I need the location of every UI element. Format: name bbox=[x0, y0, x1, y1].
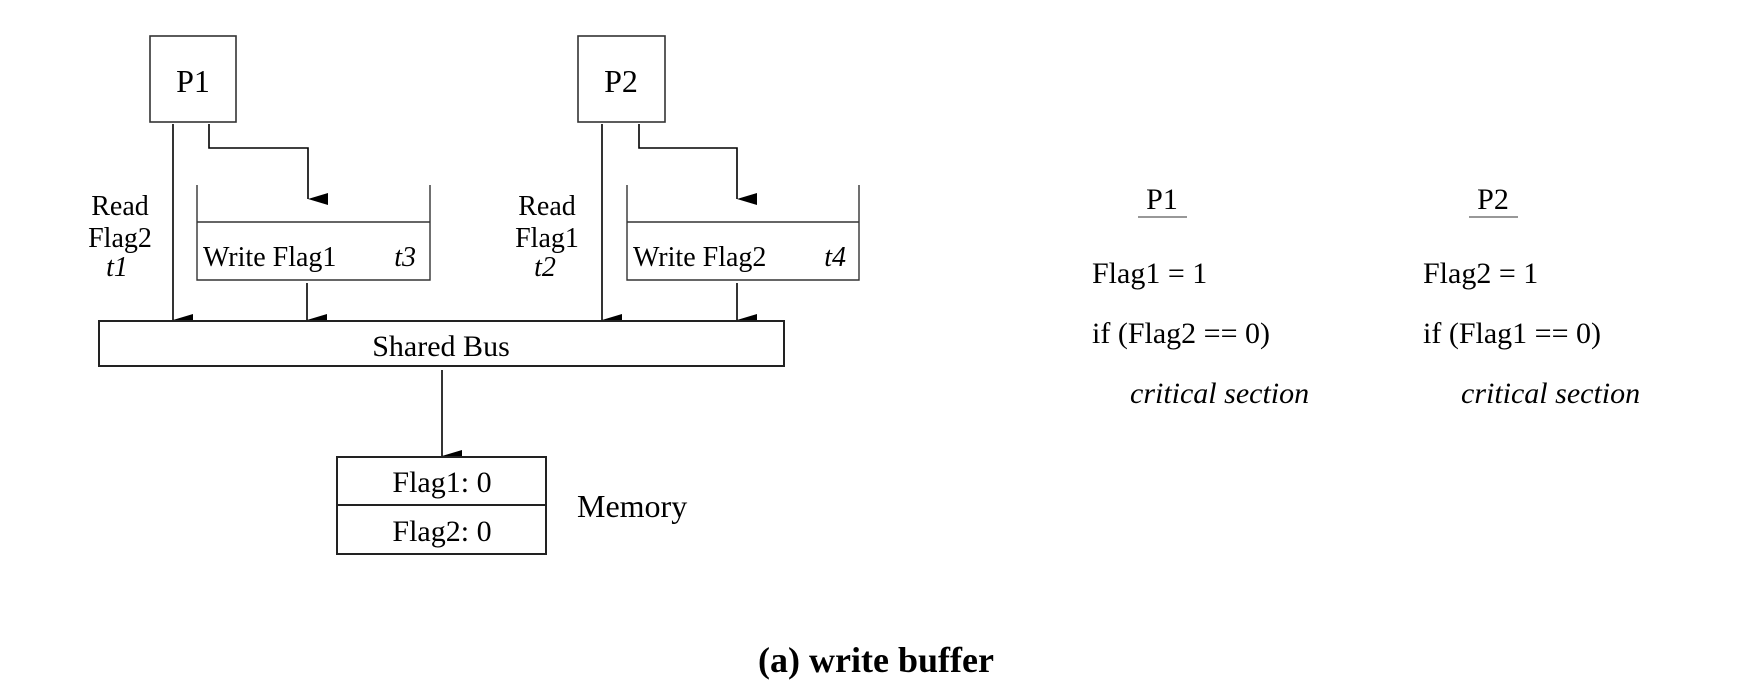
p2-read-label: Read Flag1 t2 bbox=[515, 191, 579, 283]
memory: Flag1: 0 Flag2: 0 Memory bbox=[336, 456, 687, 555]
code-p2: P2 Flag2 = 1 if (Flag1 == 0) critical se… bbox=[1423, 183, 1640, 410]
p2-read-time: t2 bbox=[534, 252, 556, 283]
p1-buffer-entry: Write Flag1 bbox=[203, 242, 336, 273]
memory-cell-flag2: Flag2: 0 bbox=[392, 515, 491, 548]
code-p2-line-1: Flag2 = 1 bbox=[1423, 257, 1538, 290]
p2-buffer-outline bbox=[626, 185, 860, 281]
code-p1-heading: P1 bbox=[1146, 183, 1178, 216]
processor-p2: P2 bbox=[577, 35, 666, 123]
processor-p2-box bbox=[577, 35, 666, 123]
processor-p1-label: P1 bbox=[176, 63, 210, 99]
code-p1: P1 Flag1 = 1 if (Flag2 == 0) critical se… bbox=[1092, 183, 1309, 410]
processor-p1-box bbox=[149, 35, 237, 123]
p2-read-label-line1: Read bbox=[518, 191, 576, 222]
p2-write-arrow bbox=[638, 124, 757, 205]
processor-p1: P1 bbox=[149, 35, 237, 123]
p2-read-label-line2: Flag1 bbox=[515, 223, 579, 254]
figure-caption: (a) write buffer bbox=[758, 640, 994, 680]
p2-buffer-time: t4 bbox=[824, 242, 846, 273]
p1-read-label-line2: Flag2 bbox=[88, 223, 152, 254]
code-p2-heading: P2 bbox=[1477, 183, 1509, 216]
p1-write-buffer: Write Flag1 t3 bbox=[196, 185, 431, 281]
processor-p2-label: P2 bbox=[604, 63, 638, 99]
p1-read-time: t1 bbox=[106, 252, 128, 283]
code-p1-line-1: Flag1 = 1 bbox=[1092, 257, 1207, 290]
code-p1-line-2: if (Flag2 == 0) bbox=[1092, 317, 1270, 350]
memory-label: Memory bbox=[577, 488, 687, 524]
p1-buffer-outline bbox=[196, 185, 431, 281]
p1-read-label: Read Flag2 t1 bbox=[88, 191, 152, 283]
p1-buffer-time: t3 bbox=[394, 242, 416, 273]
p1-write-arrow bbox=[208, 124, 328, 205]
shared-bus-box bbox=[98, 320, 785, 367]
shared-bus-label: Shared Bus bbox=[372, 330, 510, 363]
shared-bus: Shared Bus bbox=[98, 320, 785, 367]
p2-write-buffer: Write Flag2 t4 bbox=[626, 185, 860, 281]
code-p2-line-2: if (Flag1 == 0) bbox=[1423, 317, 1601, 350]
p1-read-label-line1: Read bbox=[91, 191, 149, 222]
p2-buffer-entry: Write Flag2 bbox=[633, 242, 766, 273]
memory-cell-flag1: Flag1: 0 bbox=[392, 466, 491, 499]
code-p2-body: critical section bbox=[1461, 377, 1640, 410]
code-p1-body: critical section bbox=[1130, 377, 1309, 410]
